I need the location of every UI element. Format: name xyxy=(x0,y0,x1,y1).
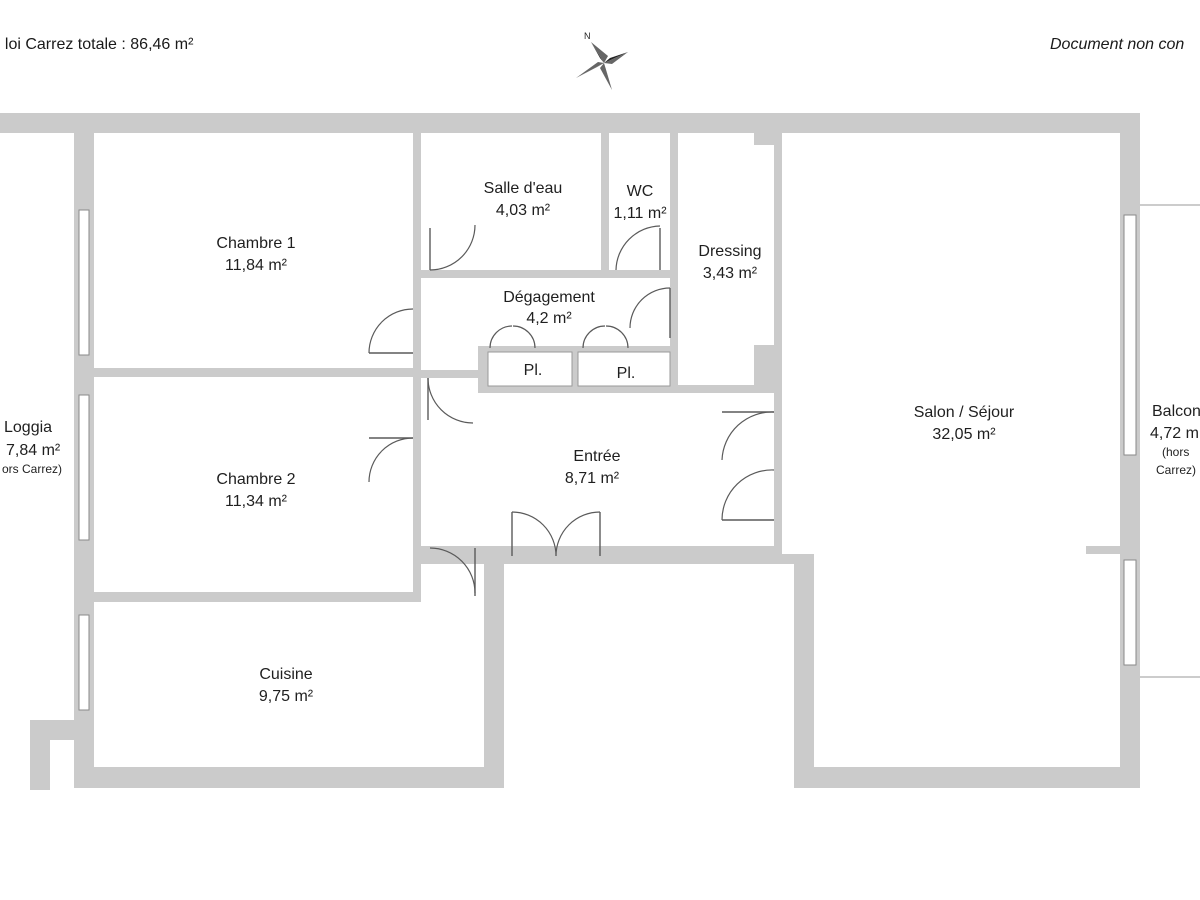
balcon-note1: (hors xyxy=(1162,445,1189,459)
cuisine-area: 9,75 m² xyxy=(259,688,314,705)
chambre1-name: Chambre 1 xyxy=(216,235,295,252)
disclaimer-label: Document non con xyxy=(1050,36,1185,53)
doors xyxy=(368,224,775,596)
wc-name: WC xyxy=(627,183,654,200)
room-labels: Chambre 1 11,84 m² Chambre 2 11,34 m² Cu… xyxy=(2,180,1200,705)
compass-rose-icon: N xyxy=(576,31,628,90)
placard1-name: Pl. xyxy=(524,362,543,379)
loggia-area: 7,84 m² xyxy=(6,442,61,459)
dressing-area: 3,43 m² xyxy=(703,265,758,282)
room-interiors xyxy=(0,133,1120,767)
dressing-name: Dressing xyxy=(698,243,761,260)
entree-area: 8,71 m² xyxy=(565,470,620,487)
degagement-name: Dégagement xyxy=(503,289,595,306)
salle-deau-name: Salle d'eau xyxy=(484,180,563,197)
total-surface-label: cie loi Carrez totale : 86,46 m² xyxy=(0,36,194,53)
placard2-name: Pl. xyxy=(617,365,636,382)
chambre2-name: Chambre 2 xyxy=(216,471,295,488)
salon-name: Salon / Séjour xyxy=(914,404,1015,421)
chambre1-area: 11,84 m² xyxy=(225,257,288,274)
windows xyxy=(78,204,1200,711)
cuisine-name: Cuisine xyxy=(259,666,312,683)
chambre2-area: 11,34 m² xyxy=(225,493,288,510)
wc-area: 1,11 m² xyxy=(613,205,667,222)
entree-name: Entrée xyxy=(573,448,620,465)
loggia-note: ors Carrez) xyxy=(2,462,62,476)
loggia-name: Loggia xyxy=(4,419,52,436)
balcon-note2: Carrez) xyxy=(1156,463,1196,477)
degagement-area: 4,2 m² xyxy=(526,310,572,327)
balcon-area: 4,72 m xyxy=(1150,425,1199,442)
salle-deau-area: 4,03 m² xyxy=(496,202,551,219)
salon-area: 32,05 m² xyxy=(932,426,996,443)
compass-north-letter: N xyxy=(584,31,591,41)
balcon-name: Balcon xyxy=(1152,403,1200,420)
